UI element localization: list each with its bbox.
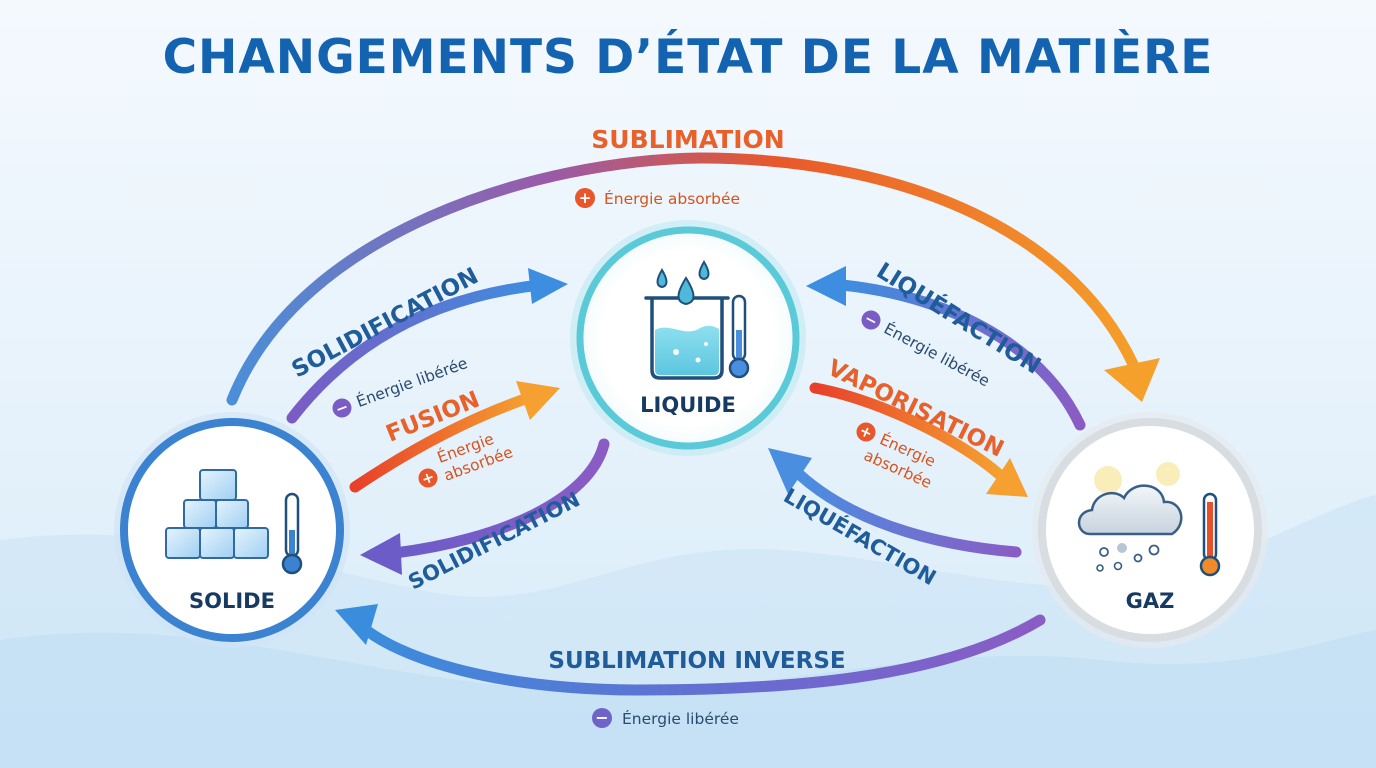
plus-icon xyxy=(418,468,438,488)
cloud-icon xyxy=(1077,462,1183,572)
thermometer-icon xyxy=(728,294,750,379)
sublimation-note: Énergie absorbée xyxy=(604,189,740,208)
ice-cubes-icon xyxy=(165,469,269,559)
sublimation-sign: + xyxy=(579,189,592,207)
solidification-bottom-label: SOLIDIFICATION xyxy=(404,487,583,594)
thermometer-icon xyxy=(1199,492,1221,577)
liquefaction-top-sign: − xyxy=(861,309,881,331)
liquefaction-top-arrow xyxy=(806,266,1086,431)
gaz-label: GAZ xyxy=(1126,589,1175,613)
plus-icon xyxy=(856,422,876,442)
sublimation-inverse-arrow xyxy=(335,604,1046,696)
fusion-sign: + xyxy=(419,467,437,488)
liquefaction-bottom-arrow xyxy=(768,448,1022,558)
sublimation-inverse-energy-note: − Énergie libérée xyxy=(592,708,739,728)
minus-icon xyxy=(861,310,881,330)
sublimation-inverse-label: SUBLIMATION INVERSE xyxy=(548,648,845,674)
minus-icon xyxy=(332,398,352,418)
water-drops-icon xyxy=(656,260,710,306)
thermometer-icon xyxy=(281,492,303,575)
sublimation-energy-note: + Énergie absorbée xyxy=(575,188,740,208)
solidification-top-sign: − xyxy=(333,397,351,418)
sublimation-inverse-note: Énergie libérée xyxy=(622,709,739,728)
solide-state-node: SOLIDE xyxy=(114,412,350,648)
solide-label: SOLIDE xyxy=(189,589,275,613)
sublimation-arrow xyxy=(226,152,1160,406)
sublimation-label: SUBLIMATION xyxy=(591,125,784,154)
liquide-label: LIQUIDE xyxy=(640,393,736,417)
vaporisation-sign: + xyxy=(857,421,876,443)
page-title: CHANGEMENTS D’ÉTAT DE LA MATIÈRE xyxy=(162,30,1214,85)
solidification-top-arrow xyxy=(286,268,568,424)
gaz-state-node: GAZ xyxy=(1032,412,1268,648)
vaporisation-arrow xyxy=(809,382,1028,497)
plus-icon xyxy=(575,188,595,208)
minus-icon xyxy=(592,708,612,728)
background-waves xyxy=(0,495,1376,768)
liquide-state-node: LIQUIDE xyxy=(570,220,806,456)
solidification-bottom-arrow xyxy=(360,438,610,575)
fusion-energy-note: + Énergie absorbée xyxy=(418,429,515,489)
sublimation-inverse-sign: − xyxy=(595,708,608,727)
fusion-arrow xyxy=(349,381,560,493)
